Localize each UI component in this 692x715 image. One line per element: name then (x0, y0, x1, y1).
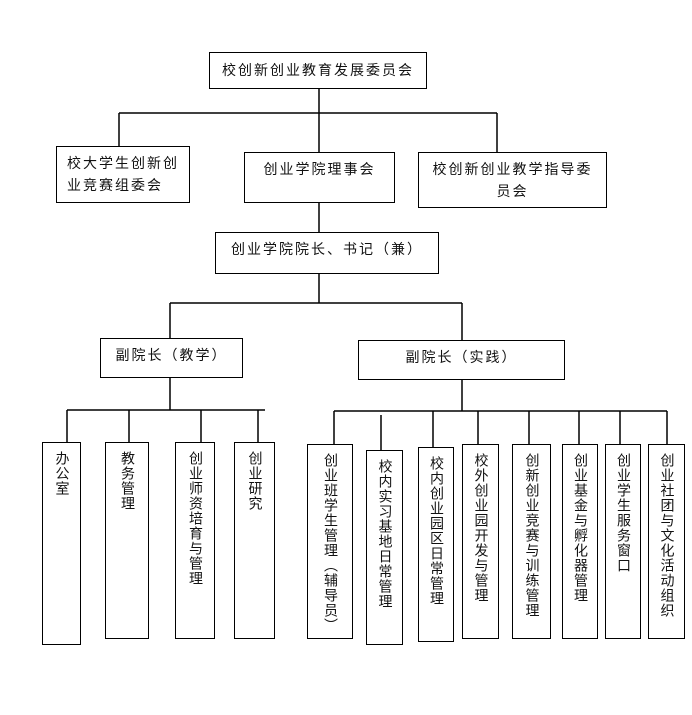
competition-committee-box: 校大学生创新创业竞赛组委会 (56, 146, 190, 203)
unit-fund-incubator: 创业基金与孵化器管理 (562, 444, 598, 639)
unit-label: 创业师资培育与管理 (187, 451, 203, 586)
vice-dean-practice-box: 副院长（实践） (358, 340, 565, 380)
unit-service-window: 创业学生服务窗口 (605, 444, 641, 639)
vice-dean-teaching-box: 副院长（教学） (100, 338, 243, 378)
unit-label: 创业基金与孵化器管理 (572, 453, 588, 603)
unit-internship-base: 校内实习基地日常管理 (366, 450, 403, 645)
council-label: 创业学院理事会 (263, 162, 376, 178)
unit-clubs-culture: 创业社团与文化活动组织 (648, 444, 685, 639)
unit-faculty-training: 创业师资培育与管理 (175, 442, 215, 639)
unit-label: 创业社团与文化活动组织 (658, 453, 675, 618)
unit-office: 办公室 (42, 442, 81, 645)
unit-label: 创业学生服务窗口 (615, 453, 631, 573)
unit-label: 教务管理 (119, 451, 135, 511)
committee-top-box: 校创新创业教育发展委员会 (209, 52, 427, 89)
vice-dean-practice-label: 副院长（实践） (405, 350, 518, 366)
unit-external-park: 校外创业园开发与管理 (462, 444, 499, 639)
unit-student-management: 创业班学生管理（辅导员） (307, 444, 353, 639)
unit-label: 校外创业园开发与管理 (472, 453, 489, 603)
unit-campus-park: 校内创业园区日常管理 (418, 447, 454, 642)
vice-dean-teaching-label: 副院长（教学） (115, 348, 228, 364)
unit-label: 校内实习基地日常管理 (376, 459, 393, 609)
teaching-guidance-committee-label: 校创新创业教学指导委员会 (432, 162, 593, 200)
unit-label: 校内创业园区日常管理 (428, 456, 444, 606)
unit-academic-affairs: 教务管理 (105, 442, 149, 639)
unit-label: 创新创业竞赛与训练管理 (523, 453, 540, 618)
unit-competition-training: 创新创业竞赛与训练管理 (512, 444, 551, 639)
council-box: 创业学院理事会 (244, 152, 395, 203)
dean-box: 创业学院院长、书记（兼） (215, 232, 439, 274)
competition-committee-label: 校大学生创新创业竞赛组委会 (67, 156, 179, 194)
unit-research: 创业研究 (234, 442, 275, 639)
unit-label: 办公室 (53, 451, 70, 496)
unit-label: 创业研究 (246, 451, 263, 511)
teaching-guidance-committee-box: 校创新创业教学指导委员会 (418, 152, 607, 208)
dean-label: 创业学院院长、书记（兼） (231, 242, 423, 258)
committee-top-label: 校创新创业教育发展委员会 (222, 63, 414, 79)
unit-label: 创业班学生管理（辅导员） (322, 453, 338, 633)
